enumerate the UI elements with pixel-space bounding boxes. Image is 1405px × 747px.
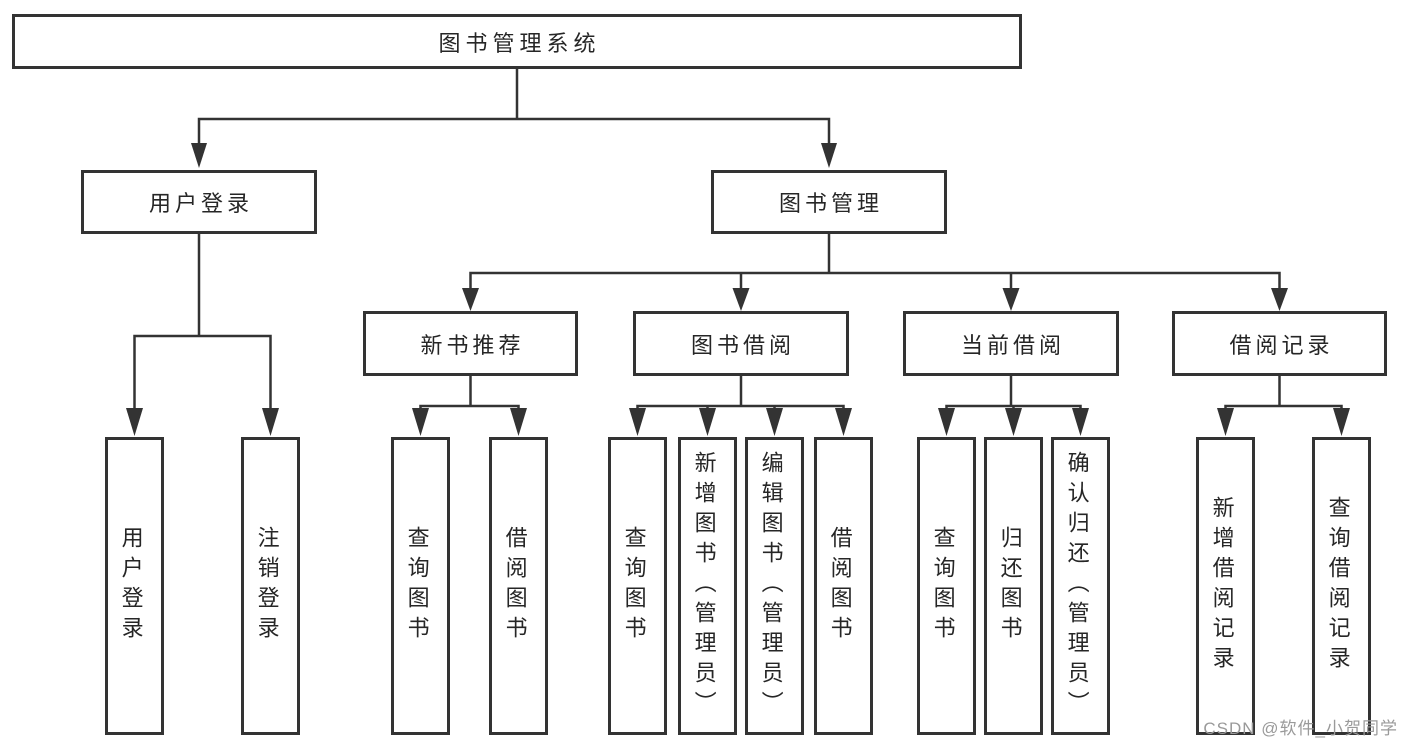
watermark: CSDN @软件_小贺同学 [1203,719,1398,738]
leaf-query-books-recommend: 查询图书 [391,437,450,735]
node-label: 图书管理 [778,191,883,216]
arrow-icon [1072,408,1089,436]
node-label: 新书推荐 [420,332,525,358]
connector-book-management [469,232,1281,293]
node-user-login: 用户登录 [81,170,317,234]
connector-current-borrowing [945,374,1082,413]
leaf-query-books-current: 查询图书 [917,437,976,735]
arrow-icon [699,408,716,436]
node-label: 当前借阅 [960,332,1065,358]
arrow-icon [1333,408,1350,436]
node-label: 用户登录 [118,526,144,646]
node-borrowing-records: 借阅记录 [1172,311,1387,376]
node-label: 查询借阅记录 [1325,496,1351,676]
leaf-return-books: 归还图书 [984,437,1043,735]
arrow-icon [462,288,479,311]
arrow-icon [1217,408,1234,436]
node-label: 查询图书 [621,526,647,646]
node-label: 确认归还（管理员） [1064,451,1090,721]
node-label: 用户登录 [148,191,253,216]
node-label: 注销登录 [254,526,280,646]
leaf-edit-book-admin: 编辑图书（管理员） [745,437,804,735]
node-label: 新增图书（管理员） [691,451,717,721]
connector-book-borrowing [636,374,845,413]
arrow-icon [510,408,527,436]
node-label: 查询图书 [404,526,430,646]
arrow-icon [262,408,279,436]
leaf-user-login: 用户登录 [105,437,164,735]
leaf-query-books-borrowing: 查询图书 [608,437,667,735]
arrow-icon [938,408,955,436]
node-book-borrowing: 图书借阅 [633,311,849,376]
arrow-icon [835,408,852,436]
node-label: 归还图书 [997,526,1023,646]
leaf-borrow-books-recommend: 借阅图书 [489,437,548,735]
node-label: 借阅记录 [1229,332,1334,358]
connector-borrowing-records [1224,374,1343,413]
connector-user-login [133,232,272,413]
connector-root [197,67,831,148]
leaf-borrow-books: 借阅图书 [814,437,873,735]
leaf-query-borrow-record: 查询借阅记录 [1312,437,1371,735]
arrow-icon [766,408,783,436]
node-label: 借阅图书 [502,526,528,646]
arrow-icon [126,408,143,436]
node-library-management-system: 图书管理系统 [12,14,1022,69]
arrow-icon [1002,288,1020,311]
arrow-icon [732,288,750,311]
node-new-book-recommendation: 新书推荐 [363,311,578,376]
node-label: 编辑图书（管理员） [758,451,784,721]
leaf-add-borrow-record: 新增借阅记录 [1196,437,1255,735]
leaf-add-book-admin: 新增图书（管理员） [678,437,737,735]
arrow-icon [821,143,837,168]
node-label: 图书借阅 [690,332,795,358]
node-label: 查询图书 [930,526,956,646]
arrow-icon [412,408,429,436]
leaf-confirm-return-admin: 确认归还（管理员） [1051,437,1110,735]
node-label: 借阅图书 [827,526,853,646]
node-label: 图书管理系统 [438,30,601,56]
arrow-icon [629,408,646,436]
arrow-icon [1005,408,1022,436]
arrow-icon [191,143,207,168]
leaf-logout: 注销登录 [241,437,300,735]
arrow-icon [1271,288,1288,311]
arrowheads [126,143,1350,436]
node-book-management: 图书管理 [711,170,947,234]
node-label: 新增借阅记录 [1209,496,1235,676]
node-current-borrowing: 当前借阅 [903,311,1119,376]
connector-new-book-recommendation [419,374,520,413]
